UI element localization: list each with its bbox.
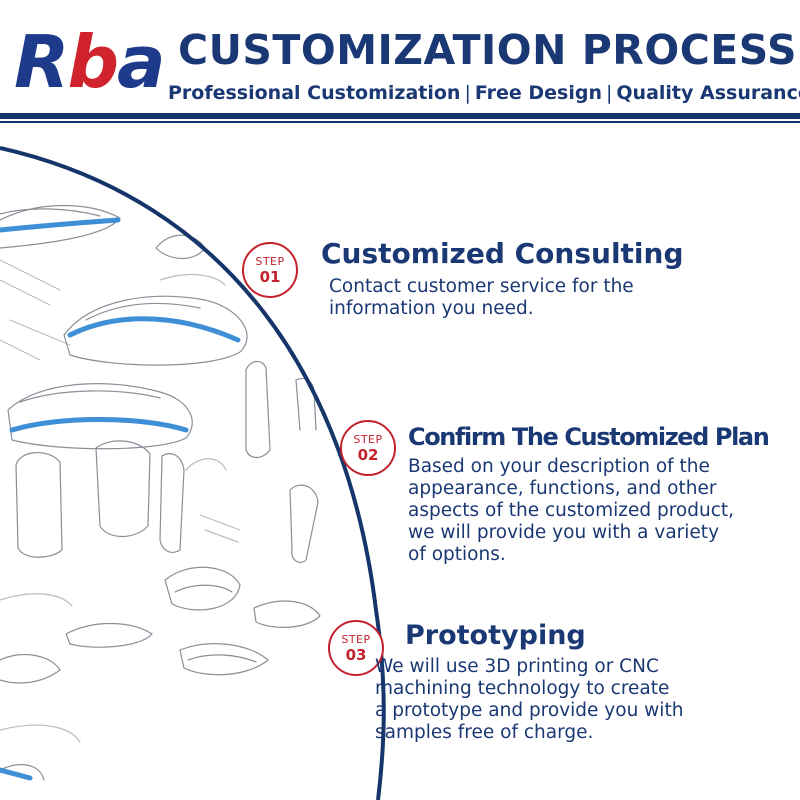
header-divider-thin [0,121,800,123]
step-badge-01: STEP 01 [242,242,298,298]
step-description-03: We will use 3D printing or CNC machining… [375,656,684,743]
step-word: STEP [353,433,383,446]
subtitle-item-quality: Quality Assurance [616,82,800,104]
logo-letter-r: R [14,20,69,104]
step-number: 01 [259,268,281,286]
page-subtitle: Professional Customization|Free Design|Q… [168,80,800,106]
step-badge-03: STEP 03 [328,620,384,676]
subtitle-separator: | [464,82,471,104]
step-description-02: Based on your description of the appeara… [408,456,735,565]
header-divider-thick [0,113,800,119]
brand-logo[interactable]: Rba [14,20,166,104]
step-badge-02: STEP 02 [340,420,396,476]
step-description-01: Contact customer service for the informa… [329,276,634,319]
step-title-02: Confirm The Customized Plan [408,423,770,451]
header: Rba CUSTOMIZATION PROCESS Professional C… [0,0,800,126]
page-title: CUSTOMIZATION PROCESS [178,26,798,74]
step-number: 03 [345,646,367,664]
step-word: STEP [341,633,371,646]
subtitle-item-design: Free Design [474,82,602,104]
step-title-01: Customized Consulting [321,237,684,270]
step-number: 02 [357,446,379,464]
logo-letter-a: a [117,20,166,104]
step-word: STEP [255,255,285,268]
step-title-03: Prototyping [405,620,586,651]
product-sketch-illustration [0,146,386,800]
logo-letter-b: b [67,20,119,104]
subtitle-item-customization: Professional Customization [168,82,461,104]
subtitle-separator: | [606,82,613,104]
